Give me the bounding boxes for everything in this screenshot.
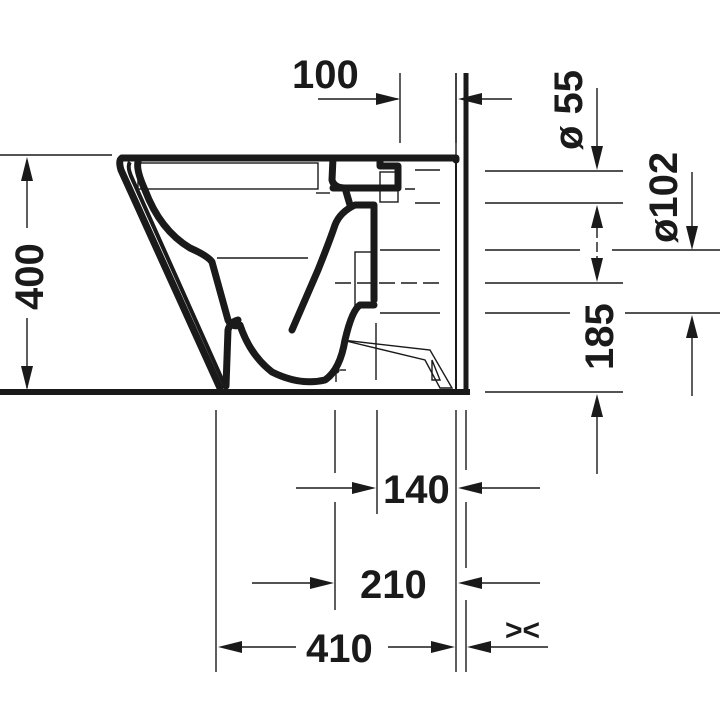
- dimension-height: 400: [0, 154, 112, 390]
- extension-lines: [215, 410, 467, 672]
- wall: [455, 73, 469, 395]
- dimension-projection: 410: [218, 627, 548, 671]
- dimension-label-185: 185: [578, 303, 622, 370]
- dimension-label-400: 400: [8, 243, 52, 310]
- dimension-label-140: 140: [383, 468, 450, 512]
- dimension-outlet-large: ø102: [642, 152, 698, 250]
- dimension-fixing-to-wall: 210: [252, 563, 540, 607]
- dimension-outlet-small: ø 55: [485, 70, 720, 284]
- dimension-label-100: 100: [292, 53, 359, 97]
- dimension-outlet-height: 185: [465, 303, 720, 474]
- dimension-wall-offset: 100: [292, 53, 512, 143]
- dimension-label-d55: ø 55: [547, 70, 591, 150]
- wall-gap-symbol: ><: [505, 614, 540, 647]
- dimension-label-410: 410: [306, 627, 373, 671]
- dimension-outlet-to-wall: 140: [296, 468, 540, 512]
- dimension-label-210: 210: [360, 563, 427, 607]
- dimension-wall-gap: ><: [505, 614, 540, 647]
- toilet-body: [116, 154, 460, 392]
- dimension-label-d102: ø102: [642, 152, 686, 243]
- centerlines: [332, 169, 454, 389]
